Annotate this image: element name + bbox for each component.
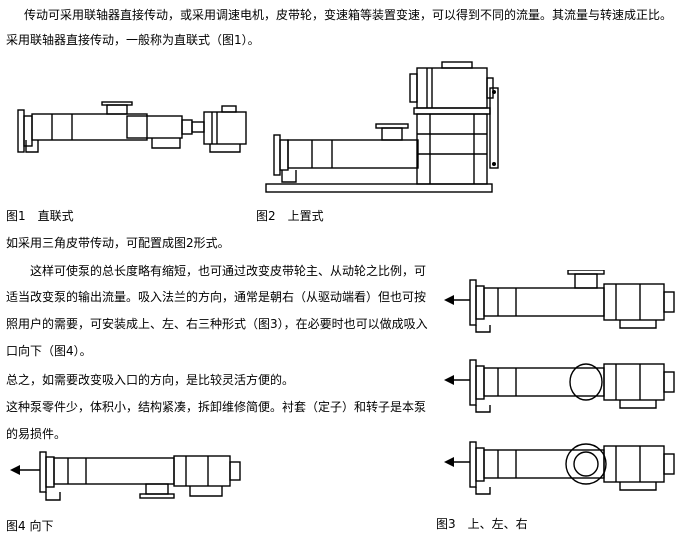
paragraph-3-line-2: 适当改变泵的输出流量。吸入法兰的方向，通常是朝右（从驱动端看）但也可按: [6, 290, 427, 304]
caption-fig1: 图1 直联式: [6, 209, 74, 223]
figure-3-inlet-orientations: [440, 270, 684, 510]
paragraph-3-line-3: 照用户的需要，可安装成上、左、右三种形式（图3），在必要时也可以做成吸入: [6, 317, 428, 331]
paragraph-2: 如采用三角皮带传动，可配置成图2形式。: [6, 236, 230, 250]
paragraph-1-line-2: 采用联轴器直接传动，一般称为直联式（图1）。: [6, 33, 260, 47]
pump-inlet-left: [444, 359, 675, 413]
figure-1-direct-drive-pump: [12, 100, 257, 162]
caption-fig3: 图3 上、左、右: [436, 517, 528, 531]
paragraph-5-line-2: 的易损件。: [6, 427, 67, 441]
caption-fig2: 图2 上置式: [256, 209, 324, 223]
figure-4-inlet-down-pump: [6, 450, 250, 510]
paragraph-3-line-1: 这样可使泵的总长度略有缩短，也可通过改变皮带轮主、从动轮之比例，可: [30, 264, 427, 278]
pump-inlet-up: [444, 270, 675, 333]
paragraph-4: 总之，如需要改变吸入口的方向，是比较灵活方便的。: [6, 373, 295, 387]
pump-inlet-right: [444, 441, 675, 495]
paragraph-1-line-1: 传动可采用联轴器直接传动，或采用调速电机，皮带轮，变速箱等装置变速，可以得到不同…: [24, 8, 673, 22]
paragraph-5-line-1: 这种泵零件少，体积小，结构紧凑，拆卸维修简便。衬套（定子）和转子是本泵: [6, 400, 427, 414]
figure-2-overhead-motor-pump: [262, 60, 502, 195]
paragraph-3-line-4: 口向下（图4）。: [6, 344, 92, 358]
caption-fig4: 图4 向下: [6, 519, 54, 533]
